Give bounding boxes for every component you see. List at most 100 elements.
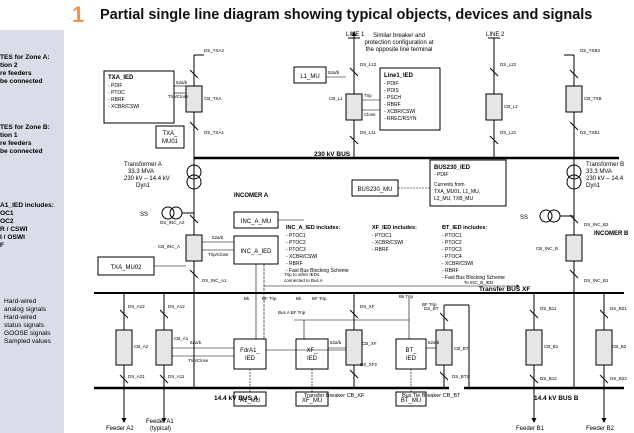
line1-ied-box xyxy=(379,67,441,131)
signal-legend: Hard-wired analog signals Hard-wired sta… xyxy=(4,298,51,345)
svg-text:- PDIF: - PDIF xyxy=(108,83,122,89)
svg-text:Bk: Bk xyxy=(296,296,302,301)
svg-text:CB_INC_A: CB_INC_A xyxy=(158,244,180,249)
svg-text:CB_L1: CB_L1 xyxy=(329,96,343,101)
svg-text:- PDIF: - PDIF xyxy=(434,172,448,178)
svg-text:CB_TXB: CB_TXB xyxy=(584,96,602,101)
bus14b-label: 14.4 kV BUS B xyxy=(534,395,579,402)
svg-text:CB_A1: CB_A1 xyxy=(174,336,189,341)
transformer-a-3: 230 kV – 14.4 kV xyxy=(124,176,170,182)
svg-text:Trip/Close: Trip/Close xyxy=(168,94,189,99)
transformer-b-3: 230 kV – 14.4 xyxy=(586,176,624,182)
bus230-ied-title: BUS230_IED xyxy=(434,165,471,171)
svg-text:- RBRF: - RBRF xyxy=(286,261,303,267)
svg-text:- PTOC3: - PTOC3 xyxy=(442,247,462,253)
transformer-b-primary xyxy=(566,164,582,180)
notes-sidebar: TES for Zone A: tion 2 re feeders be con… xyxy=(0,30,64,433)
svg-text:52a/b: 52a/b xyxy=(212,235,224,240)
bt-mu-label: BT_MU xyxy=(401,398,421,404)
cb-inc-b-breaker xyxy=(565,234,583,262)
incomer-a-label: INCOMER A xyxy=(234,193,269,199)
svg-text:DS_TXB1: DS_TXB1 xyxy=(580,130,601,135)
cb-txb-breaker xyxy=(565,85,583,113)
svg-text:- PTOC2: - PTOC2 xyxy=(442,240,462,246)
ss-a-symbol xyxy=(161,206,175,220)
bus-tie-breaker-label: Bus Tie Breaker CB_BT xyxy=(402,393,461,399)
svg-text:connected to Bus A: connected to Bus A xyxy=(284,278,323,283)
svg-text:IED: IED xyxy=(406,356,417,362)
bus-tie-bay xyxy=(435,304,470,388)
svg-text:BF Trip: BF Trip xyxy=(262,296,277,301)
svg-text:DS_XF2: DS_XF2 xyxy=(360,362,378,367)
cb-l2-breaker xyxy=(485,93,503,121)
svg-text:TXA_MU01, L1_MU,: TXA_MU01, L1_MU, xyxy=(434,189,480,195)
svg-text:52a/b: 52a/b xyxy=(328,70,340,75)
line1-label: LINE 1 xyxy=(346,32,365,38)
svg-text:Trip/Close: Trip/Close xyxy=(208,252,229,257)
inc-a-mu-label: INC_A_MU xyxy=(241,219,271,225)
svg-text:- PTOC1: - PTOC1 xyxy=(286,233,306,239)
svg-text:DS_A11: DS_A11 xyxy=(168,374,185,379)
svg-text:DS_INC_A2: DS_INC_A2 xyxy=(160,220,185,225)
svg-text:(typical): (typical) xyxy=(150,426,171,432)
svg-text:DS_L21: DS_L21 xyxy=(500,130,517,135)
svg-text:CB_B2: CB_B2 xyxy=(612,344,627,349)
feeder-a2-label: Feeder A2 xyxy=(106,426,134,432)
transfer-bus-label: Transfer BUS XF xyxy=(479,286,530,293)
transformer-b-2: 33.3 MVA xyxy=(586,169,612,175)
svg-text:CB_L2: CB_L2 xyxy=(504,104,518,109)
svg-text:- XCBR/CSWI: - XCBR/CSWI xyxy=(442,261,473,267)
svg-text:- Fast Bus Blocking Scheme: - Fast Bus Blocking Scheme xyxy=(442,275,505,281)
svg-text:DS_L11: DS_L11 xyxy=(360,130,376,135)
svg-text:CB_XF: CB_XF xyxy=(362,341,377,346)
svg-text:CB_BT: CB_BT xyxy=(454,346,469,351)
svg-text:CB_A2: CB_A2 xyxy=(134,344,149,349)
bus230-ied-box xyxy=(429,159,507,207)
svg-text:DS_BT2: DS_BT2 xyxy=(452,374,470,379)
svg-text:IED: IED xyxy=(307,356,318,362)
zone-a-notes: TES for Zone A: tion 2 re feeders be con… xyxy=(0,54,50,85)
l1-mu-label: L1_MU xyxy=(300,74,319,80)
transformer-b-secondary xyxy=(566,174,582,190)
svg-text:Close: Close xyxy=(364,112,376,117)
svg-text:52a/b: 52a/b xyxy=(330,340,342,345)
svg-text:DS_B21: DS_B21 xyxy=(610,306,627,311)
svg-text:- RBRF: - RBRF xyxy=(108,97,125,103)
svg-text:DS_B11: DS_B11 xyxy=(540,306,557,311)
svg-text:- XCBR/CSWI: - XCBR/CSWI xyxy=(108,104,139,110)
similar-note-2: protection configuration at xyxy=(364,40,433,46)
svg-text:DS_TXB2: DS_TXB2 xyxy=(580,48,601,53)
feeder-a1-label: Feeder A1 xyxy=(146,419,174,425)
incomer-b-label: INCOMER B xyxy=(594,231,629,237)
svg-text:TXA_: TXA_ xyxy=(162,131,178,137)
svg-text:- XCBR/CSWI: - XCBR/CSWI xyxy=(384,109,415,115)
ss-b-label: SS xyxy=(520,215,528,221)
ss-a-label: SS xyxy=(140,212,148,218)
transformer-a-primary xyxy=(186,164,202,180)
svg-text:XF_: XF_ xyxy=(306,348,318,354)
svg-text:52a/b: 52a/b xyxy=(428,340,440,345)
svg-text:- PDIS: - PDIS xyxy=(384,88,399,94)
svg-text:BF Trip: BF Trip xyxy=(422,302,437,307)
svg-text:DS_A21: DS_A21 xyxy=(128,374,145,379)
inc-a-ied-label: INC_A_IED xyxy=(240,249,272,255)
txa-ied-title: TXA_IED xyxy=(108,75,134,81)
a1-mu-label: A1_MU xyxy=(240,398,260,404)
svg-text:DS_B12: DS_B12 xyxy=(540,376,557,381)
svg-text:- PTOC1: - PTOC1 xyxy=(442,233,462,239)
svg-text:CB_B1: CB_B1 xyxy=(544,344,559,349)
svg-text:CB_INC_B: CB_INC_B xyxy=(536,246,558,251)
svg-text:DS_A22: DS_A22 xyxy=(128,304,145,309)
transformer-a-4: Dyn1 xyxy=(136,183,151,189)
svg-text:DS_BT: DS_BT xyxy=(424,306,439,311)
svg-text:- XCBR/CSWI: - XCBR/CSWI xyxy=(286,254,317,260)
similar-note-3: the opposite line terminal xyxy=(366,47,433,53)
cb-txa-breaker xyxy=(185,85,203,113)
txa-mu01-box xyxy=(155,125,185,149)
transformer-a-2: 33.3 MVA xyxy=(128,169,154,175)
svg-text:BT_IED includes:: BT_IED includes: xyxy=(442,225,487,231)
slide-number: 1 xyxy=(72,2,85,27)
svg-text:- RREC/RSYN: - RREC/RSYN xyxy=(384,116,417,122)
xf-ied-box xyxy=(295,338,329,370)
svg-text:- RBRF: - RBRF xyxy=(442,268,459,274)
